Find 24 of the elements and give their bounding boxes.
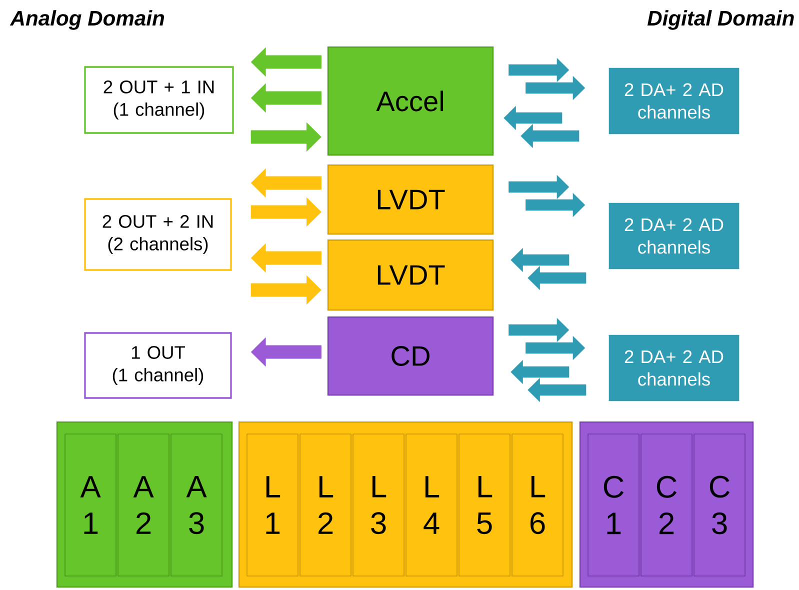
slot-card: C 1: [588, 434, 640, 576]
channel-box: 1 OUT (1 channel): [84, 332, 232, 399]
module-box: CD: [327, 316, 494, 396]
channel-box: 2 DA+ 2 AD channels: [607, 66, 741, 136]
slot-card: L 6: [512, 434, 564, 576]
module-box: LVDT: [327, 164, 494, 235]
module-box: Accel: [327, 46, 494, 156]
slot-card: A 3: [170, 434, 222, 576]
slot-card: L 1: [246, 434, 298, 576]
channel-box: 2 DA+ 2 AD channels: [607, 333, 741, 403]
slot-card: C 3: [694, 434, 746, 576]
slot-card: L 5: [458, 434, 510, 576]
slot-card: A 1: [64, 434, 116, 576]
slot-card: L 4: [406, 434, 458, 576]
module-box: LVDT: [327, 239, 494, 311]
domain-heading: Analog Domain: [10, 10, 164, 30]
channel-box: 2 OUT + 2 IN (2 channels): [84, 198, 232, 271]
slot-card: L 3: [352, 434, 404, 576]
slot-card: L 2: [300, 434, 352, 576]
slot-card: C 2: [640, 434, 692, 576]
domain-heading: Digital Domain: [647, 10, 794, 30]
channel-box: 2 OUT + 1 IN (1 channel): [84, 66, 234, 134]
channel-box: 2 DA+ 2 AD channels: [607, 201, 741, 271]
slot-card: A 2: [118, 434, 170, 576]
